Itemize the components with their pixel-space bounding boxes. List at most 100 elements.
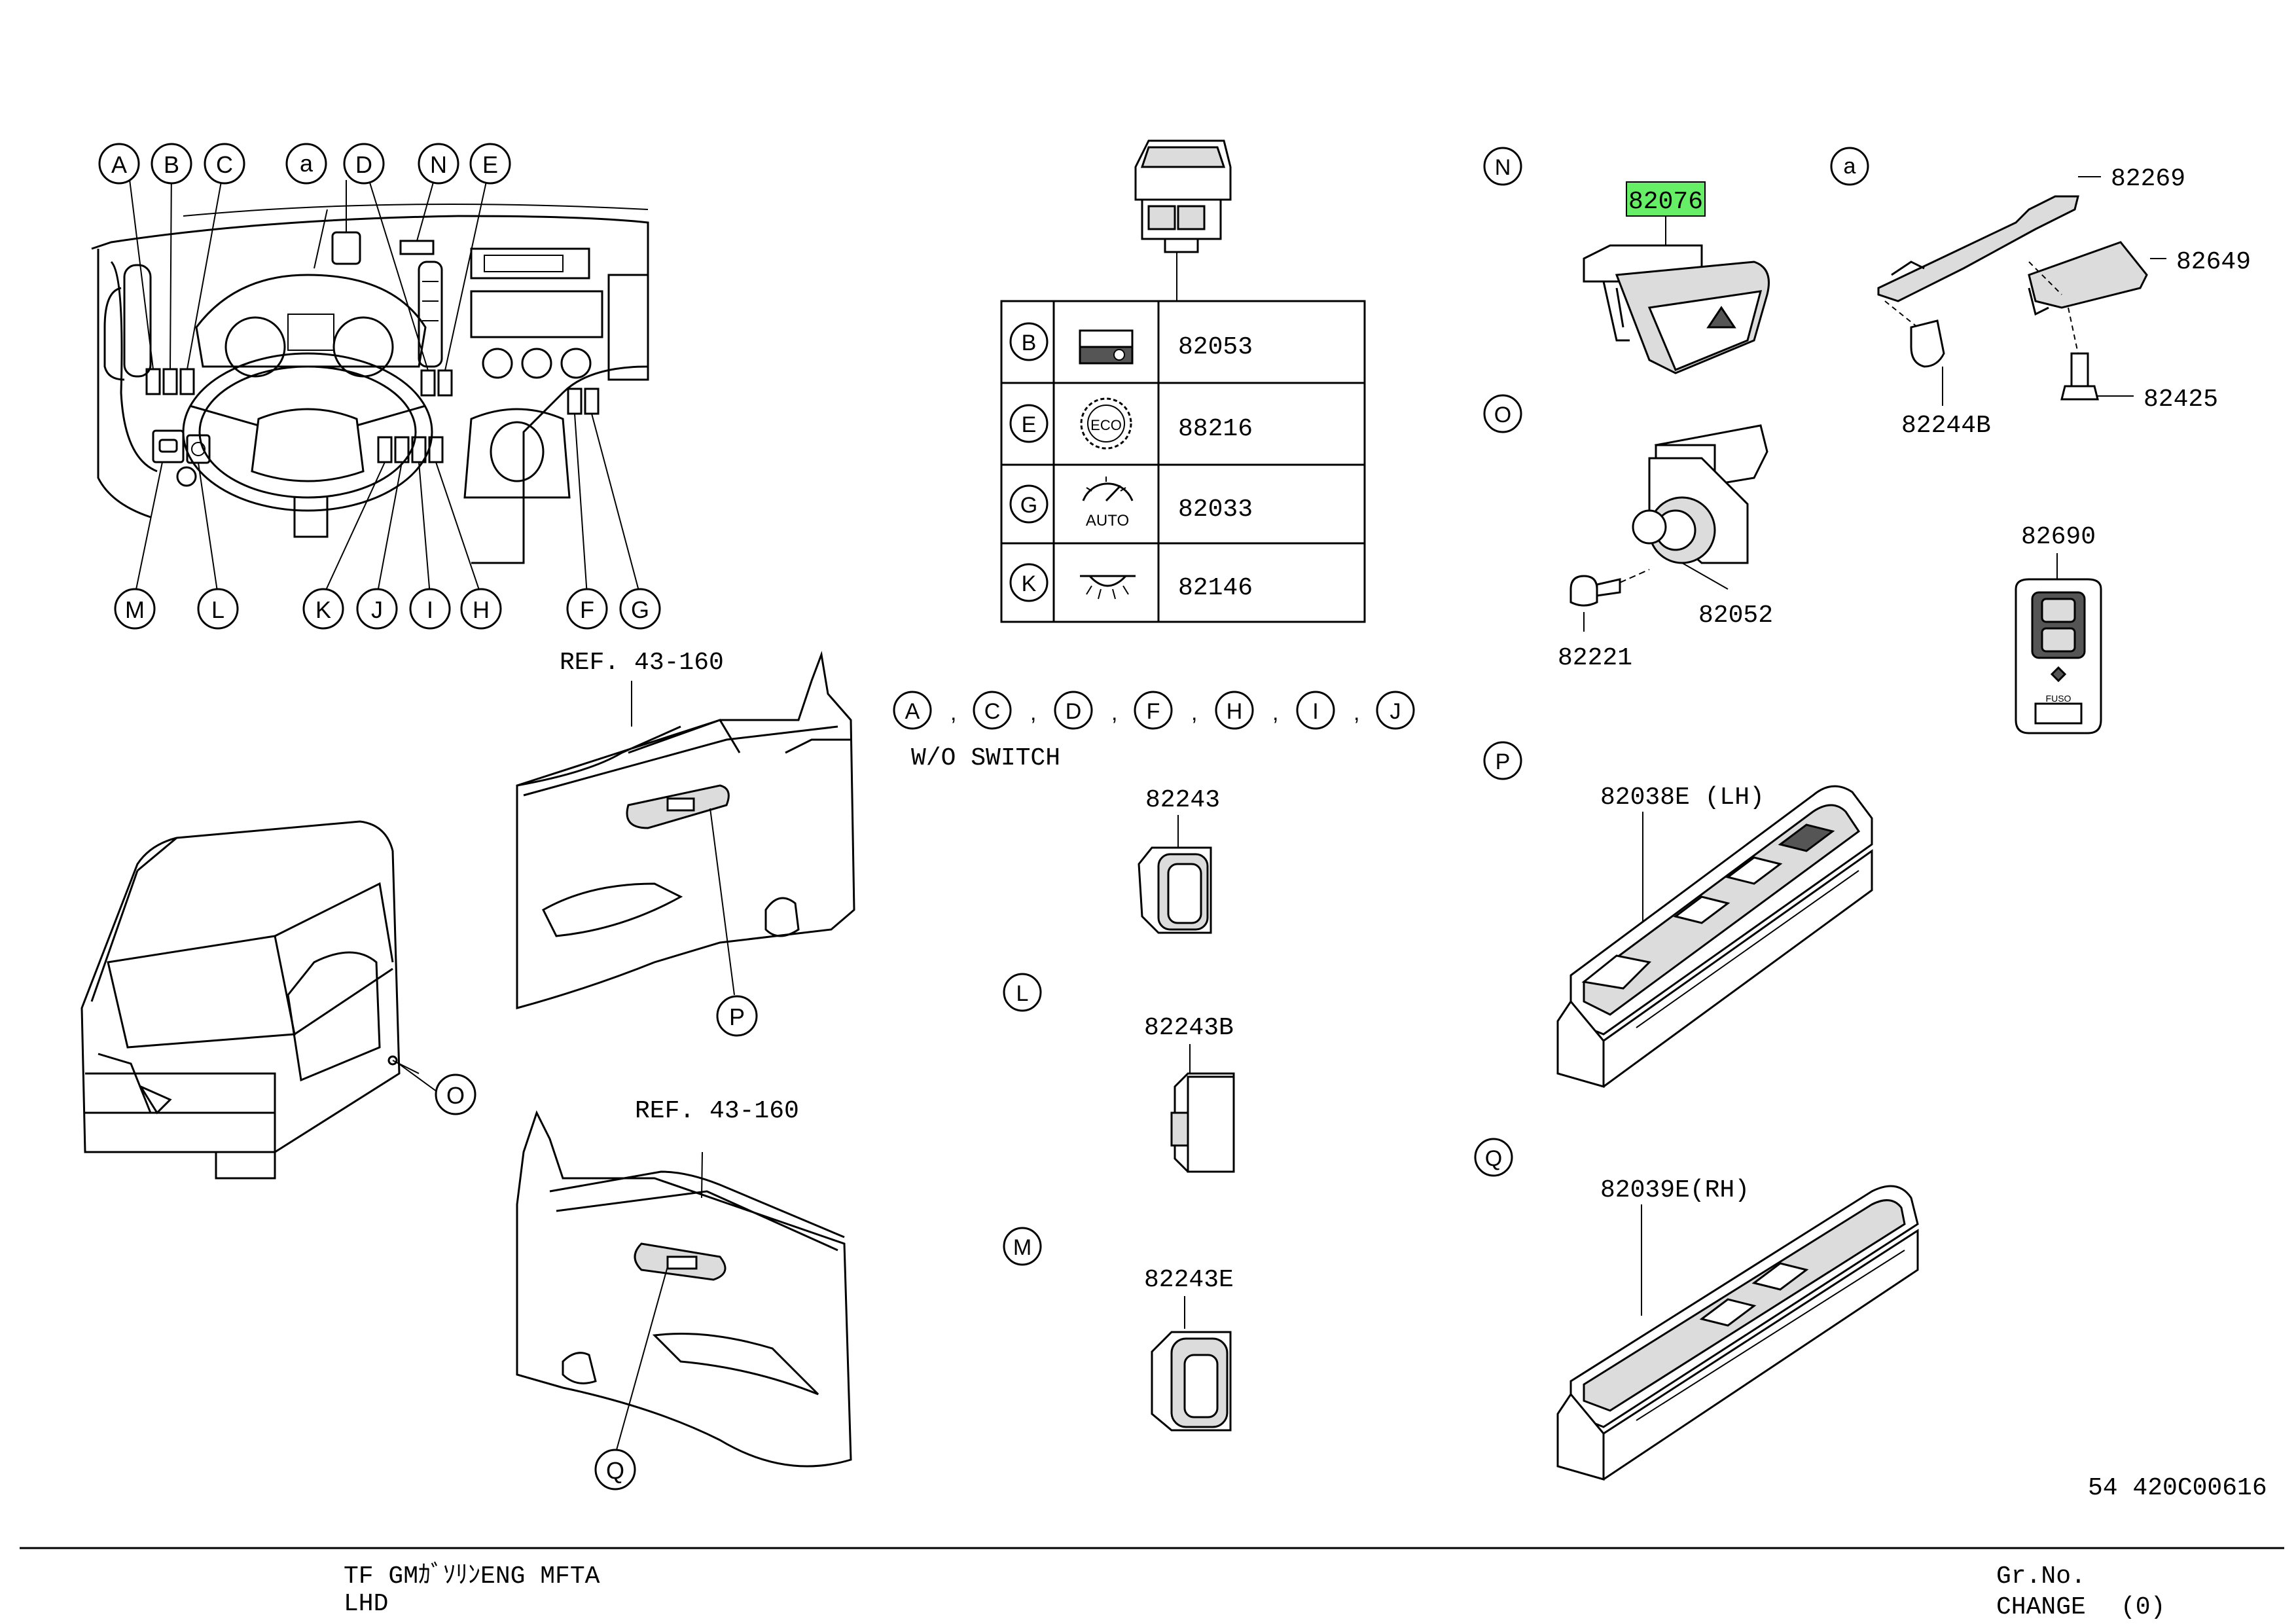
svg-text:N: N — [1495, 155, 1511, 180]
svg-text:,: , — [1191, 700, 1197, 725]
callout-C: C — [204, 143, 245, 185]
section-Q: Q — [1474, 1138, 1513, 1177]
wo-letter-C: C — [973, 691, 1012, 730]
svg-text:N: N — [430, 151, 447, 178]
room-lamp-icon — [1080, 575, 1136, 600]
rocker-switch — [1134, 139, 1232, 301]
svg-text:O: O — [446, 1082, 465, 1109]
section-M: M — [1003, 1227, 1042, 1266]
svg-text:,: , — [950, 700, 956, 725]
svg-text:E: E — [482, 151, 498, 178]
svg-text:C: C — [216, 151, 233, 178]
callout-O-cab: O — [435, 1074, 476, 1115]
svg-text:82690: 82690 — [2021, 523, 2096, 551]
svg-text:,: , — [1272, 700, 1278, 725]
figure-number: 54 420C00616 — [2088, 1474, 2267, 1502]
section-O: O — [1483, 394, 1522, 433]
section-L: L — [1003, 973, 1042, 1012]
callout-H: H — [460, 588, 502, 630]
section-a: a — [1830, 147, 1869, 186]
footer-model: TF GMｶﾞｿﾘﾝENG MFTA — [344, 1562, 600, 1591]
part-82052: 82052 — [1632, 424, 1773, 630]
svg-text:REF. 43-160: REF. 43-160 — [560, 649, 724, 677]
callout-J: J — [356, 588, 398, 630]
svg-text:H: H — [473, 596, 490, 623]
svg-text:B: B — [164, 151, 179, 178]
svg-text:C: C — [984, 699, 1001, 724]
part-82221: 82221 — [1558, 569, 1650, 672]
part-82269: 82269 — [1877, 165, 2185, 302]
svg-text:K: K — [1022, 571, 1037, 596]
part-82243B: 82243B — [1144, 1014, 1235, 1173]
part-82243: 82243 — [1138, 786, 1220, 934]
footer: TF GMｶﾞｿﾘﾝENG MFTA LHD Gr.No. CHANGE (0) — [344, 1562, 2165, 1621]
svg-text:a: a — [300, 150, 314, 177]
svg-text:J: J — [371, 596, 383, 623]
callout-L: L — [197, 588, 239, 630]
switch-table: B 82053 E ECO 88216 G — [1000, 300, 1366, 623]
svg-text:82425: 82425 — [2144, 386, 2218, 414]
svg-text:D: D — [1066, 699, 1082, 724]
callout-M: M — [114, 588, 156, 630]
truck-cab-illustration — [81, 820, 438, 1180]
svg-text:Q: Q — [606, 1457, 624, 1484]
svg-text:88216: 88216 — [1178, 415, 1253, 443]
callout-F: F — [566, 588, 608, 630]
callout-K: K — [302, 588, 344, 630]
table-row-G: G AUTO 82033 — [1009, 477, 1253, 530]
svg-text:82038E (LH): 82038E (LH) — [1600, 784, 1765, 812]
eco-gear-icon: ECO — [1080, 397, 1132, 450]
callout-E: E — [469, 143, 511, 185]
svg-text:82221: 82221 — [1558, 644, 1632, 672]
svg-text:F: F — [580, 596, 594, 623]
part-82244B: 82244B — [1884, 300, 1991, 440]
svg-text:M: M — [1013, 1235, 1031, 1260]
svg-text:82052: 82052 — [1698, 602, 1773, 630]
svg-text:J: J — [1390, 699, 1401, 724]
svg-text:82244B: 82244B — [1901, 412, 1991, 440]
footer-drive: LHD — [344, 1590, 388, 1618]
svg-text:a: a — [1844, 154, 1856, 179]
svg-text:P: P — [1496, 749, 1511, 774]
svg-text:,: , — [1111, 700, 1117, 725]
svg-text:,: , — [1030, 700, 1036, 725]
table-row-E: E ECO 88216 — [1009, 397, 1253, 450]
svg-text:82076: 82076 — [1628, 188, 1703, 216]
svg-text:Q: Q — [1485, 1146, 1502, 1171]
svg-text:54 420C00616: 54 420C00616 — [2088, 1474, 2267, 1502]
svg-text:I: I — [427, 596, 433, 623]
svg-text:K: K — [315, 596, 331, 623]
section-P: P — [1483, 741, 1522, 780]
left-door-panel — [516, 651, 855, 1009]
svg-text:82146: 82146 — [1178, 574, 1253, 602]
auto-gauge-icon: AUTO — [1082, 477, 1134, 530]
callout-I: I — [409, 588, 451, 630]
svg-text:A: A — [905, 699, 920, 724]
svg-text:I: I — [1312, 699, 1318, 724]
svg-text:82243E: 82243E — [1144, 1266, 1234, 1294]
svg-text:82269: 82269 — [2111, 165, 2185, 193]
callout-B: B — [151, 143, 192, 185]
svg-text:82649: 82649 — [2176, 248, 2251, 276]
callout-G: G — [619, 588, 661, 630]
door-lock-icon — [1079, 329, 1134, 365]
table-row-B: B 82053 — [1009, 322, 1253, 365]
dashboard-illustration — [91, 163, 649, 596]
wo-letter-F: F — [1134, 691, 1173, 730]
svg-text:A: A — [111, 151, 127, 178]
svg-text:D: D — [355, 151, 372, 178]
svg-text:REF. 43-160: REF. 43-160 — [635, 1097, 799, 1125]
svg-text:,: , — [1354, 700, 1359, 725]
callout-Q-door: Q — [594, 1449, 636, 1490]
svg-text:E: E — [1022, 412, 1037, 437]
ref-lower: REF. 43-160 — [635, 1097, 799, 1125]
wo-letter-D: D — [1054, 691, 1093, 730]
svg-text:G: G — [1020, 493, 1037, 518]
svg-text:ECO: ECO — [1090, 417, 1122, 433]
svg-text:82243: 82243 — [1145, 786, 1220, 814]
table-row-K: K 82146 — [1009, 563, 1253, 602]
part-82038E: 82038E (LH) — [1556, 784, 1873, 1088]
svg-text:82033: 82033 — [1178, 496, 1253, 524]
svg-text:F: F — [1147, 699, 1160, 724]
